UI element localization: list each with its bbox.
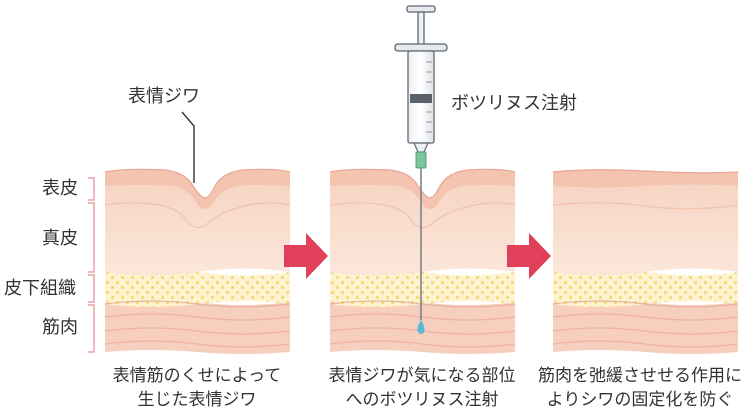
layer-label-subcutaneous: 皮下組織: [4, 278, 76, 299]
caption-step-2: 表情ジワが気になる部位 へのボツリヌス注射: [312, 364, 532, 412]
caption-step-1: 表情筋のくせによって 生じた表情ジワ: [97, 364, 297, 412]
layer-label-muscle: 筋肉: [42, 317, 78, 338]
caption-step-2-line1: 表情ジワが気になる部位: [328, 366, 516, 386]
injection-label: ボツリヌス注射: [451, 93, 577, 114]
layer-label-dermis: 真皮: [42, 228, 78, 249]
caption-step-1-line2: 生じた表情ジワ: [137, 390, 257, 410]
arrow-2: [507, 233, 551, 279]
syringe: [394, 5, 448, 334]
caption-step-3-line2: よりシワの固定化を防ぐ: [546, 390, 734, 410]
layer-label-epidermis: 表皮: [42, 178, 78, 199]
wrinkle-pointer: [181, 111, 195, 183]
layer-brackets: [88, 177, 95, 353]
caption-step-3-line1: 筋肉を弛緩させせる作用に: [538, 366, 742, 386]
wrinkle-label: 表情ジワ: [128, 86, 200, 107]
caption-step-2-line2: へのボツリヌス注射: [345, 390, 499, 410]
skin-block-relaxed: [552, 169, 739, 355]
caption-step-3: 筋肉を弛緩させせる作用に よりシワの固定化を防ぐ: [534, 364, 746, 412]
arrow-1: [284, 233, 328, 279]
skin-block-wrinkle: [104, 168, 291, 355]
caption-step-1-line1: 表情筋のくせによって: [112, 366, 282, 386]
skin-block-injection: [329, 168, 516, 355]
